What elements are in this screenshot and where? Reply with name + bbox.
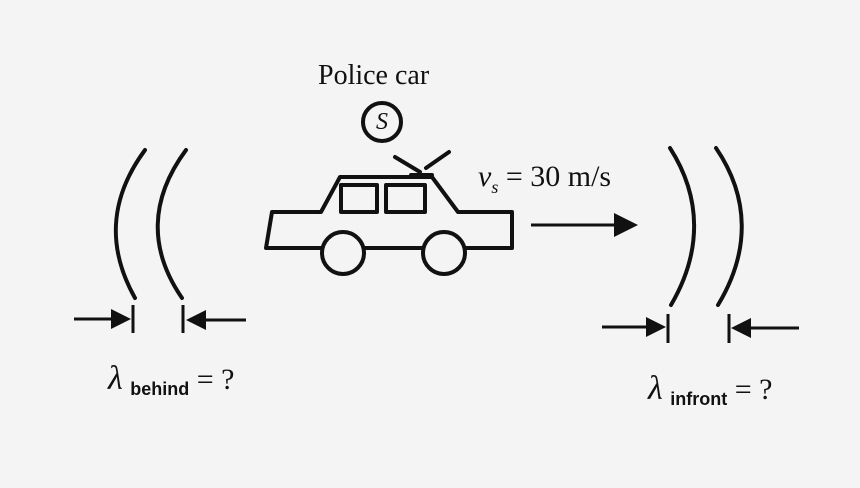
wavefront-behind-1 — [113, 148, 147, 300]
front-subscript: infront — [670, 389, 728, 409]
wavefront-front-1 — [668, 146, 697, 307]
car-window-front — [384, 183, 427, 214]
car-wheel-front — [421, 230, 467, 276]
car-wheel-rear — [320, 230, 366, 276]
lambda-behind-label: λ behind = ? — [108, 360, 235, 399]
behind-subscript: behind — [130, 379, 190, 399]
lambda-symbol: λ — [648, 370, 663, 407]
velocity-symbol: v — [478, 160, 492, 193]
lambda-front-label: λ infront = ? — [648, 370, 773, 409]
behind-unknown: = ? — [196, 363, 235, 396]
front-unknown: = ? — [734, 373, 773, 406]
source-circle — [361, 101, 403, 143]
velocity-label: vs = 30 m/s — [478, 160, 611, 198]
wavefront-front-2 — [714, 146, 744, 307]
velocity-subscript: s — [491, 177, 499, 197]
front-dimension-arrows — [602, 314, 799, 343]
police-car-label: Police car — [318, 60, 430, 91]
velocity-arrow — [531, 213, 638, 237]
source-label: S — [376, 109, 388, 135]
behind-dimension-arrows — [74, 305, 246, 333]
car-window-rear — [339, 183, 379, 214]
lambda-symbol: λ — [108, 360, 123, 397]
wavefront-behind-2 — [155, 148, 188, 300]
siren-icon — [393, 150, 451, 177]
velocity-value: = 30 m/s — [505, 160, 612, 193]
